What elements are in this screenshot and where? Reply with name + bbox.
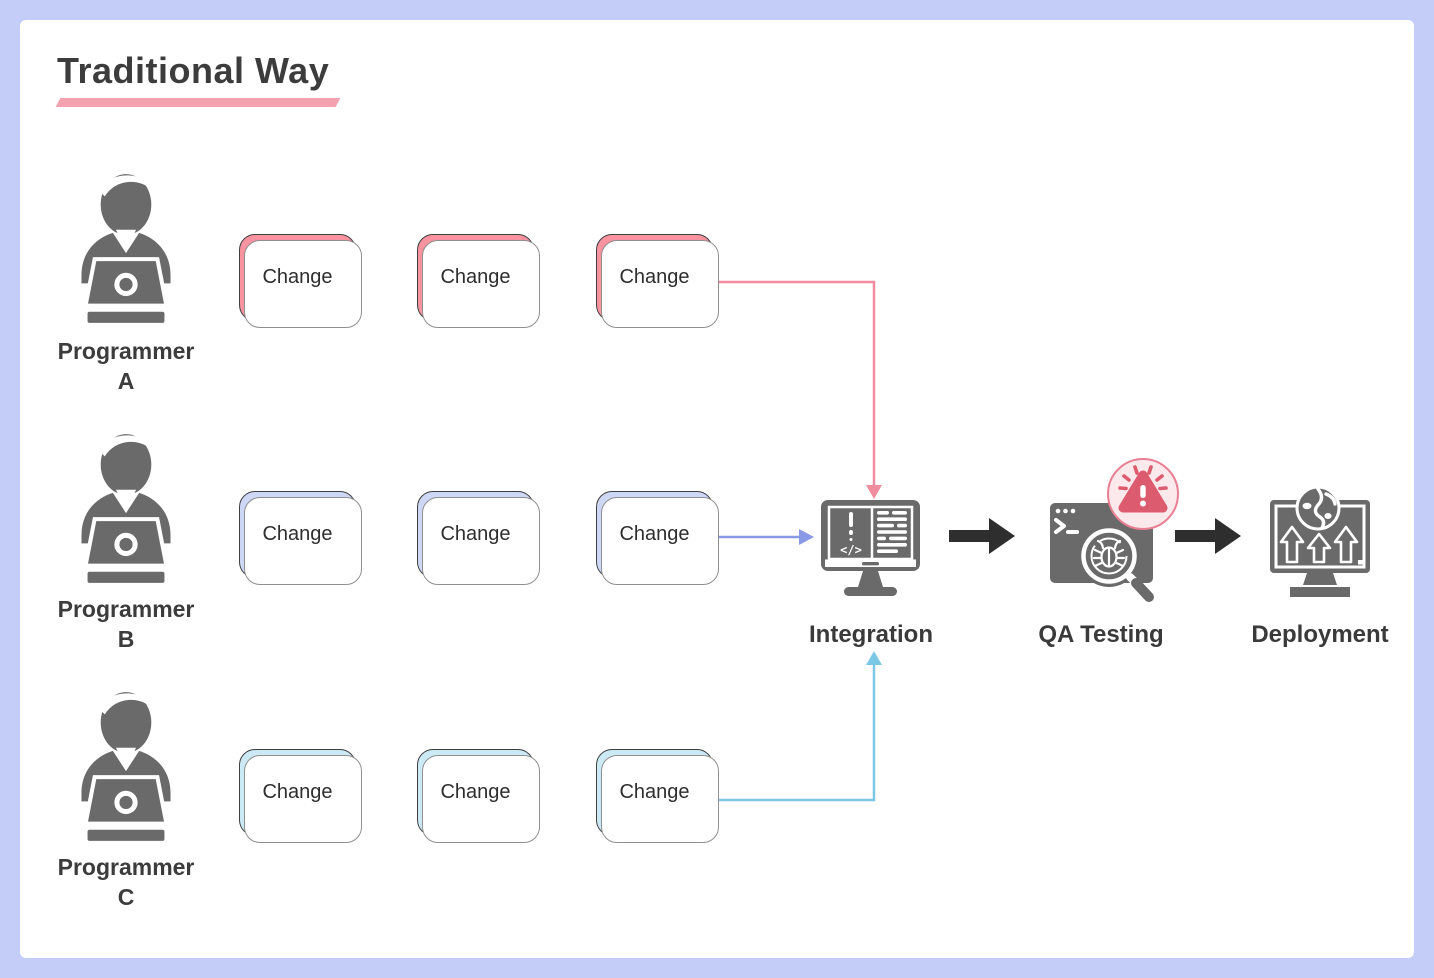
person-laptop-icon: [81, 434, 171, 583]
change-box-label: Change: [440, 523, 511, 545]
change-box: Change: [417, 491, 534, 578]
programmer-letter: B: [117, 626, 135, 652]
arrow-right-icon: [1175, 518, 1241, 554]
change-box: Change: [596, 491, 713, 578]
warning-badge-icon: [1107, 458, 1179, 530]
bug-magnifier-icon: [1050, 503, 1154, 602]
deploy-monitor-icon: [1270, 486, 1370, 597]
change-box-label: Change: [440, 781, 511, 803]
deployment-label: Deployment: [1251, 621, 1389, 648]
programmer-c-label: Programmer C: [6, 852, 246, 912]
flow-arrowhead-b-right: [799, 529, 814, 545]
programmer-a-label: Programmer A: [6, 336, 246, 396]
flow-arrowhead-c-up: [866, 651, 882, 665]
change-box-label: Change: [619, 781, 690, 803]
programmer-letter: A: [117, 368, 135, 394]
change-box-label: Change: [619, 266, 690, 288]
page-title: Traditional Way: [57, 50, 330, 91]
change-box: Change: [239, 749, 356, 836]
change-box: Change: [596, 234, 713, 321]
change-box-label: Change: [440, 266, 511, 288]
flow-line-c: [717, 664, 876, 802]
change-box: Change: [596, 749, 713, 836]
change-box: Change: [239, 491, 356, 578]
change-box-label: Change: [262, 523, 333, 545]
flow-line-a: [717, 280, 876, 486]
qa-testing-label: QA Testing: [1038, 621, 1164, 648]
change-box: Change: [417, 749, 534, 836]
change-box-label: Change: [619, 523, 690, 545]
change-box: Change: [417, 234, 534, 321]
programmer-b-label: Programmer B: [6, 594, 246, 654]
svg-text:</>: </>: [840, 543, 862, 557]
programmer-name: Programmer: [57, 854, 195, 880]
change-box: Change: [239, 234, 356, 321]
change-box-label: Change: [262, 781, 333, 803]
flow-arrowhead-a-down: [866, 485, 882, 499]
title-underline: [55, 98, 341, 107]
arrow-right-icon: [949, 518, 1015, 554]
person-laptop-icon: [81, 174, 171, 323]
programmer-letter: C: [117, 884, 135, 910]
code-monitor-icon: </>: [821, 500, 920, 596]
programmer-name: Programmer: [57, 596, 195, 622]
integration-label: Integration: [809, 621, 933, 648]
change-box-label: Change: [262, 266, 333, 288]
person-laptop-icon: [81, 692, 171, 841]
programmer-name: Programmer: [57, 338, 195, 364]
